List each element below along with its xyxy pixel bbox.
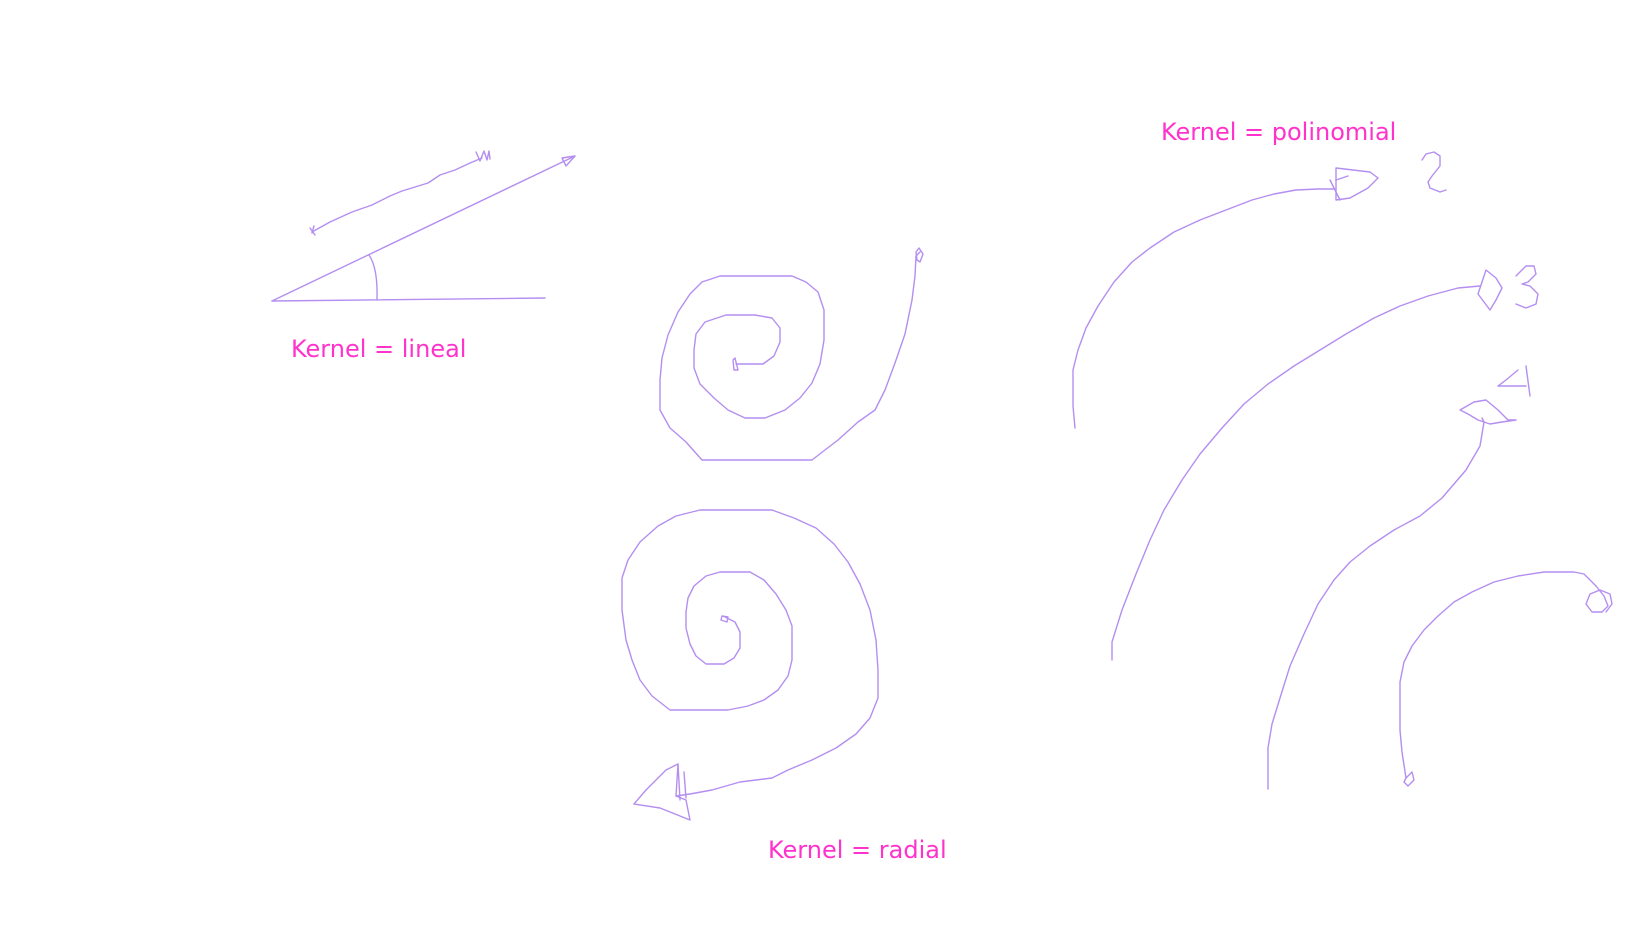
linear-angle-arc [368,254,378,301]
radial-top-spiral-end-mark [915,247,924,263]
radial-spiral-bottom [621,509,879,821]
linear-arrowhead [561,155,576,167]
poly-curve-degree-5-end-mark [1585,585,1613,613]
linear-diagonal-arrow-line [271,155,576,302]
label-kernel-radial: Kernel = radial [768,836,947,864]
radial-bottom-arrowhead-detail [677,763,687,801]
poly-curve-degree-4-arrowhead [1459,399,1517,425]
radial-bottom-spiral-path [621,509,879,797]
poly-curve-degree-5-start-mark [1403,771,1415,787]
linear-kernel-sketch [271,150,576,302]
poly-curve-degree-5 [1399,571,1597,779]
degree-mark-4 [1497,365,1531,397]
poly-curve-degree-2 [1072,188,1335,429]
linear-scribble-stroke [311,157,483,233]
degree-mark-3 [1515,265,1539,309]
radial-top-spiral-path [659,251,921,461]
linear-scribble-tail [309,225,316,236]
poly-curve-degree-3-arrowhead [1477,269,1503,311]
radial-top-spiral-center-mark [732,357,739,371]
degree-mark-2 [1421,151,1447,193]
poly-curve-degree-2-arrowhead-detail [1329,175,1349,201]
poly-curve-degree-4 [1267,417,1485,790]
radial-spiral-top [659,247,924,461]
label-kernel-polynomial: Kernel = polinomial [1161,118,1397,146]
radial-bottom-spiral-center-mark [720,615,729,623]
radial-bottom-arrowhead [633,763,691,821]
polynomial-kernel-sketch [1072,167,1613,790]
label-kernel-linear: Kernel = lineal [291,335,467,363]
degree-marks [1421,151,1539,397]
linear-scribble-head [475,150,491,162]
poly-curve-degree-2-arrowhead [1335,167,1379,201]
linear-baseline [271,297,546,302]
poly-curve-degree-3 [1111,285,1481,661]
